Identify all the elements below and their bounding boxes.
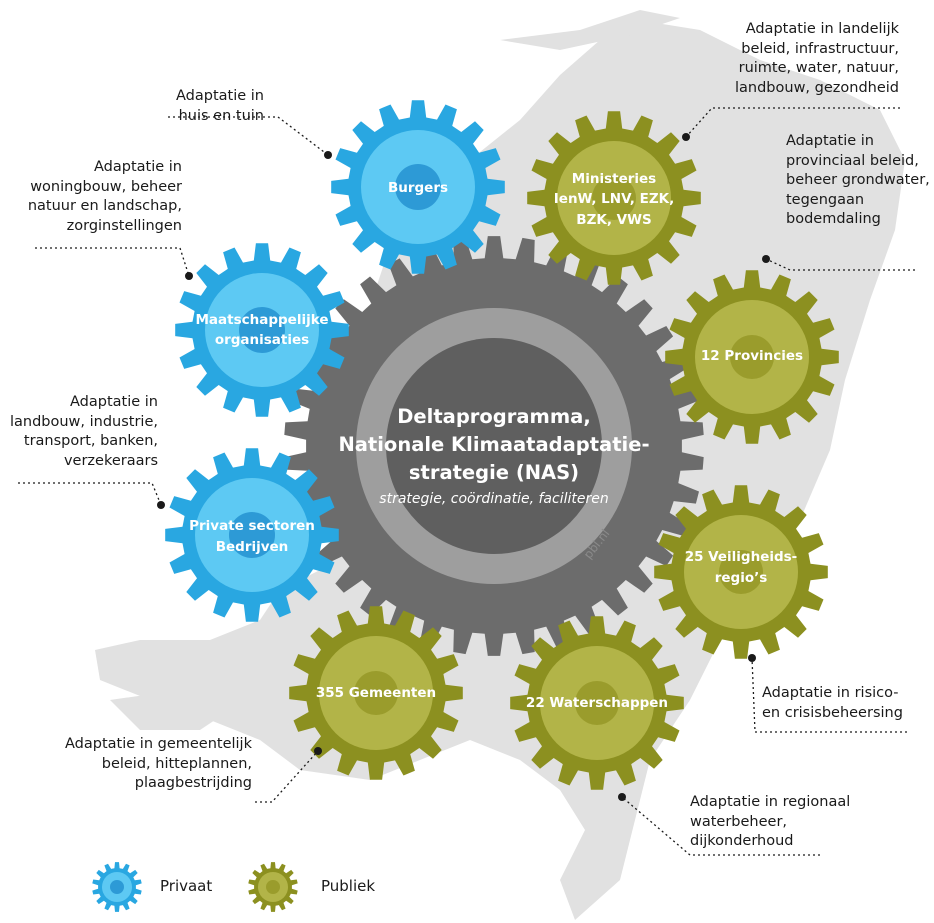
leader-provinciaal — [765, 258, 915, 271]
legend-privaat-gear-hub — [110, 880, 124, 894]
note-line: provinciaal beleid, — [786, 152, 919, 169]
note-line: dijkonderhoud — [690, 833, 794, 849]
gear-maatschappelijke-hub — [239, 307, 285, 353]
leader-huis — [168, 116, 329, 156]
leader-dot — [762, 255, 770, 263]
leader-risico — [751, 657, 907, 733]
note-line: waterbeheer, — [690, 813, 788, 830]
note-line: woningbouw, beheer — [30, 178, 182, 195]
label-burgers: Burgers — [388, 180, 448, 196]
note-line: beleid, infrastructuur, — [741, 40, 899, 57]
gear-burgers — [331, 100, 505, 274]
center-title-line-2: Nationale Klimaatadaptatie- — [338, 433, 649, 456]
label-provincies: 12 Provincies — [701, 348, 803, 364]
note-line: Adaptatie in — [70, 394, 158, 410]
leader-dot — [157, 501, 165, 509]
center-subtitle: strategie, coördinatie, faciliteren — [379, 491, 608, 507]
note-landelijk: Adaptatie in landelijk beleid, infrastru… — [735, 20, 899, 98]
leader-woningbouw — [35, 247, 190, 277]
gear-burgers-hub — [395, 164, 441, 210]
note-woningbouw: Adaptatie in woningbouw, beheer natuur e… — [28, 158, 182, 236]
gear-provincies — [665, 270, 839, 444]
note-line: bodemdaling — [786, 211, 881, 227]
leader-dots — [157, 133, 770, 801]
note-gemeentelijk: Adaptatie in gemeentelijk beleid, hittep… — [65, 735, 252, 794]
label-veiligheid-2: regio’s — [715, 570, 768, 586]
gear-gemeenten-hub — [354, 671, 398, 715]
gears-layer — [165, 100, 839, 790]
note-regionaal: Adaptatie in regionaal waterbeheer, dijk… — [690, 793, 850, 852]
leader-dot — [682, 133, 690, 141]
leader-dot — [618, 793, 626, 801]
center-title-line-3: strategie (NAS) — [409, 461, 579, 484]
note-landbouw: Adaptatie in landbouw, industrie, transp… — [10, 393, 158, 471]
label-private-1: Private sectoren — [189, 518, 315, 534]
note-line: huis en tuin — [178, 107, 264, 124]
gear-veiligheid — [654, 485, 828, 659]
gear-ministeries — [527, 111, 701, 285]
center-title-line-1: Deltaprogramma, — [397, 405, 591, 428]
legend-privaat-label: Privaat — [160, 877, 213, 895]
label-waterschappen: 22 Waterschappen — [526, 695, 668, 711]
note-line: zorginstellingen — [66, 217, 182, 234]
note-line: Adaptatie in — [94, 159, 182, 175]
note-line: Adaptatie in landelijk — [745, 21, 899, 37]
legend-publiek-gear-icon — [248, 862, 298, 912]
label-maatschappelijke-2: organisaties — [215, 332, 309, 348]
gear-private — [165, 448, 339, 622]
label-maatschappelijke-1: Maatschappelijke — [195, 312, 328, 328]
label-private-2: Bedrijven — [216, 539, 289, 555]
leader-dot — [314, 747, 322, 755]
gear-gemeenten — [289, 606, 463, 780]
note-line: Adaptatie in — [176, 88, 264, 104]
leader-gemeentelijk — [255, 750, 319, 803]
leader-dot — [324, 151, 332, 159]
legend-publiek-label: Publiek — [321, 877, 376, 895]
center-gear-face — [386, 338, 602, 554]
gear-private-hub — [229, 512, 275, 558]
leader-dot — [185, 272, 193, 280]
gear-waterschappen — [510, 616, 684, 790]
note-line: Adaptatie in gemeentelijk — [65, 736, 252, 752]
gear-waterschappen-hub — [575, 681, 619, 725]
note-line: beheer grondwater, — [786, 172, 930, 188]
center-title: Deltaprogramma, Nationale Klimaatadaptat… — [338, 405, 649, 507]
legend-publiek-gear — [248, 862, 298, 912]
note-risico: Adaptatie in risico- en crisisbeheersing — [762, 684, 903, 723]
note-line: Adaptatie in risico- — [762, 685, 899, 701]
label-veiligheid-1: 25 Veiligheids- — [685, 549, 798, 565]
note-line: landbouw, gezondheid — [735, 79, 899, 96]
note-line: plaagbestrijding — [134, 775, 252, 791]
label-ministeries-3: BZK, VWS — [576, 212, 651, 228]
gear-maatschappelijke — [175, 243, 349, 417]
center-gear — [284, 236, 704, 656]
label-gemeenten: 355 Gemeenten — [316, 685, 436, 701]
note-line: ruimte, water, natuur, — [738, 60, 899, 76]
leader-regionaal — [621, 796, 820, 856]
note-huis: Adaptatie in huis en tuin — [176, 87, 264, 126]
label-ministeries-2: IenW, LNV, EZK, — [554, 191, 674, 207]
note-line: verzekeraars — [63, 452, 158, 469]
note-provinciaal: Adaptatie in provinciaal beleid, beheer … — [786, 132, 930, 230]
note-line: en crisisbeheersing — [762, 704, 903, 721]
label-ministeries-1: Ministeries — [572, 171, 656, 187]
gear-veiligheid-hub — [719, 550, 763, 594]
note-line: Adaptatie in regionaal — [690, 794, 851, 810]
note-line: tegengaan — [786, 191, 865, 208]
leader-lines — [18, 107, 915, 856]
legend-publiek-gear-hub — [266, 880, 280, 894]
legend-privaat-gear — [92, 862, 142, 912]
gear-labels: Burgers Maatschappelijke organisaties Pr… — [189, 171, 803, 711]
note-line: natuur en landschap, — [27, 198, 182, 214]
note-line: Adaptatie in — [786, 133, 874, 149]
note-line: beleid, hitteplannen, — [101, 755, 252, 772]
note-line: landbouw, industrie, — [9, 413, 158, 430]
gear-provincies-hub — [730, 335, 774, 379]
leader-dot — [748, 654, 756, 662]
gear-ministeries-hub — [592, 176, 636, 220]
note-line: transport, banken, — [23, 433, 158, 449]
leader-landbouw — [18, 482, 162, 506]
legend-privaat-gear-icon — [92, 862, 142, 912]
